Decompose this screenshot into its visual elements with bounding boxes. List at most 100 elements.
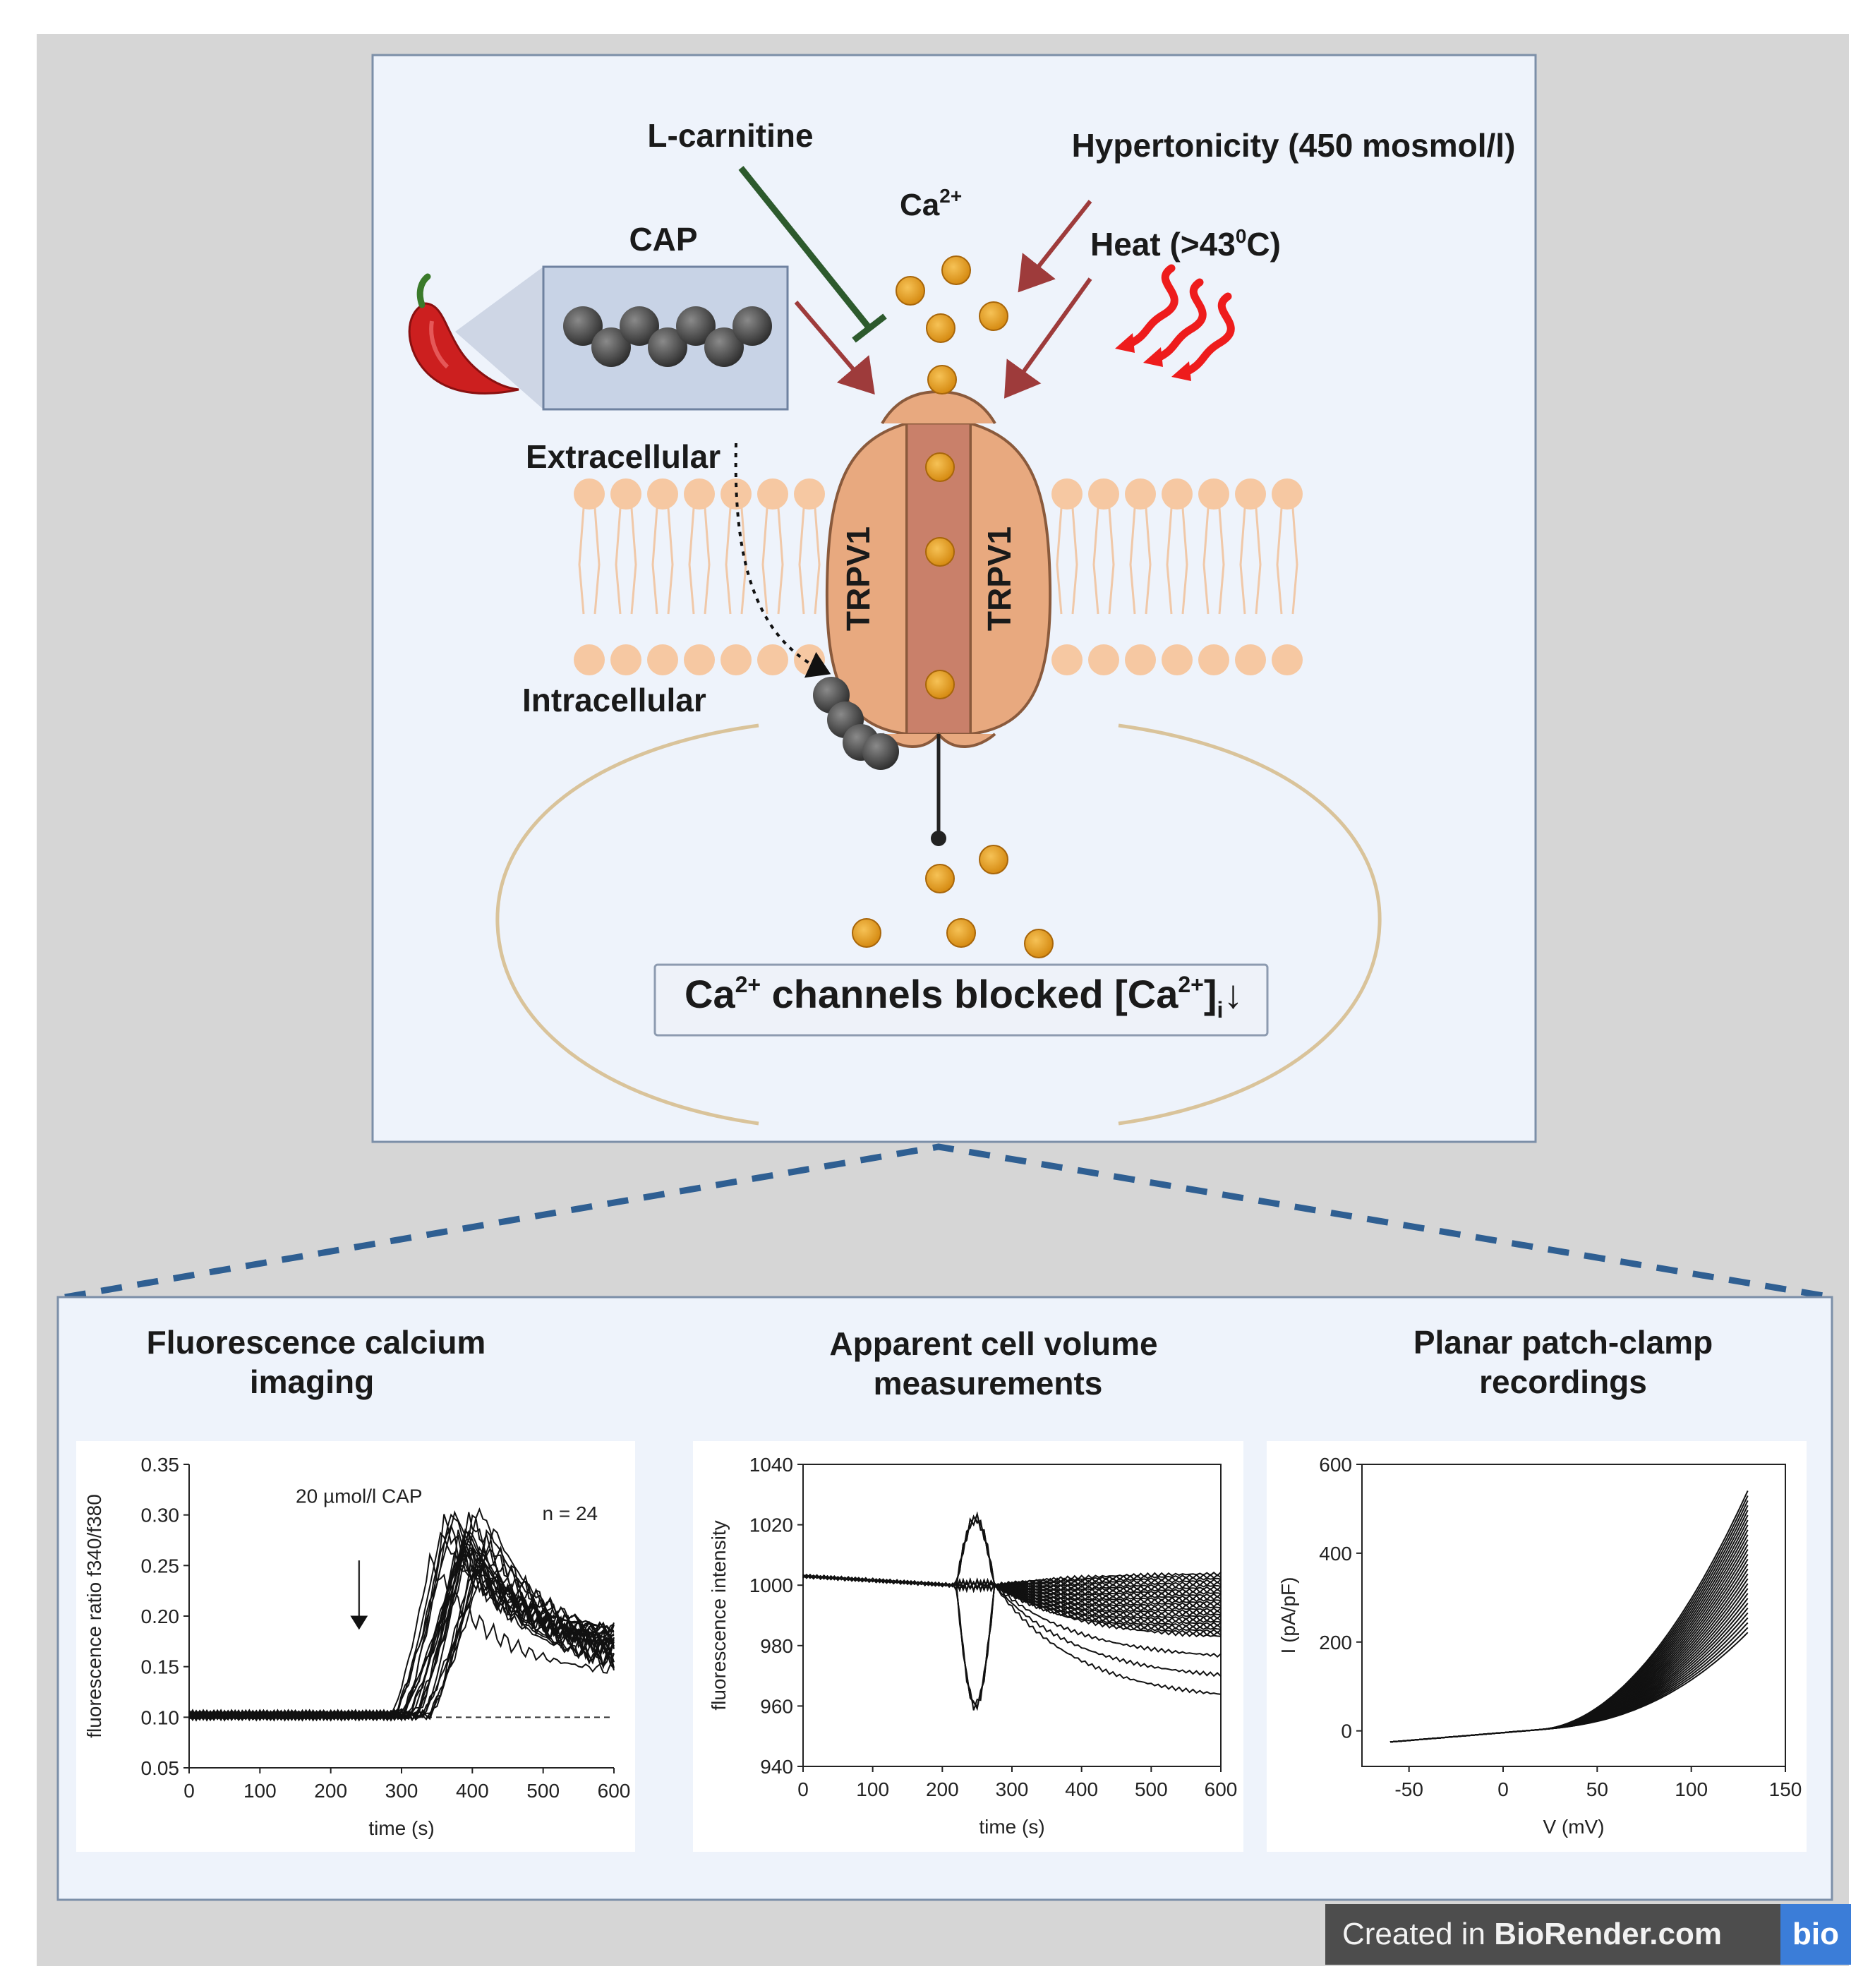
- x-tick-label: 0: [797, 1778, 809, 1800]
- y-axis-label: fluorescence intensity: [708, 1520, 730, 1710]
- y-tick-label: 0.15: [141, 1656, 180, 1678]
- calcium-ion: [925, 864, 955, 893]
- lipid-tail: [1166, 507, 1188, 615]
- y-axis-label: fluorescence ratio f340/f380: [83, 1494, 105, 1738]
- x-tick-label: 500: [526, 1780, 560, 1802]
- volume-trace: [802, 1574, 1222, 1695]
- lipid-head: [647, 644, 678, 675]
- x-tick-label: 300: [385, 1780, 418, 1802]
- x-tick-label: 0: [1497, 1778, 1509, 1800]
- x-tick-label: 50: [1586, 1778, 1608, 1800]
- calcium-ion: [896, 276, 925, 306]
- cap-atom: [620, 306, 659, 346]
- calcium-trace: [188, 1546, 615, 1722]
- blocked-label-box: [653, 963, 1269, 1037]
- lipid-head: [1051, 478, 1083, 510]
- lipid-head: [1198, 478, 1229, 510]
- plot-frame: [1361, 1464, 1786, 1767]
- hypertonicity-label: Hypertonicity (450 mosmol/l): [1072, 127, 1516, 164]
- intracellular-label: Intracellular: [522, 682, 706, 718]
- cap-annotation: 20 µmol/l CAP: [296, 1485, 423, 1507]
- lipid-head: [610, 644, 641, 675]
- heat-label: Heat (>430C): [1090, 225, 1281, 263]
- x-tick-label: 600: [1205, 1778, 1238, 1800]
- lipid-tail: [1056, 507, 1078, 615]
- chart2-background: [693, 1441, 1243, 1852]
- calcium-ion: [852, 918, 881, 948]
- cell-membrane-outline: [495, 723, 759, 1126]
- lipid-head: [1088, 478, 1119, 510]
- x-tick-label: 400: [456, 1780, 489, 1802]
- cap-atom: [563, 306, 603, 346]
- lipid-head: [1235, 478, 1266, 510]
- blocked-label: Ca2+ channels blocked [Ca2+]i↓: [685, 972, 1243, 1023]
- biorender-logo: bio: [1780, 1904, 1851, 1965]
- y-tick-label: 1020: [749, 1514, 793, 1536]
- lipid-tail: [761, 507, 784, 615]
- cap-activation-arrow: [794, 301, 875, 395]
- x-axis-label: time (s): [979, 1816, 1044, 1838]
- lipid-tail: [1129, 507, 1152, 615]
- lipid-head: [1272, 478, 1303, 510]
- lipid-head: [647, 478, 678, 510]
- y-tick-label: 0.35: [141, 1454, 180, 1476]
- y-tick-label: 400: [1319, 1543, 1352, 1565]
- calcium-ion: [979, 301, 1008, 331]
- lipid-head: [1125, 478, 1156, 510]
- x-tick-label: 300: [996, 1778, 1029, 1800]
- trpv1-label-left: TRPV1: [840, 526, 876, 631]
- heat-wave-arrowheads: [1115, 333, 1191, 381]
- lipid-head: [1051, 644, 1083, 675]
- calcium-ions: [852, 255, 1054, 958]
- trpv1-label-right: TRPV1: [981, 526, 1018, 631]
- y-tick-label: 960: [760, 1695, 793, 1717]
- calcium-ion: [925, 670, 955, 699]
- calcium-trace: [188, 1553, 615, 1722]
- chart1-background: [76, 1441, 635, 1852]
- credit-text: Created in BioRender.com: [1325, 1917, 1780, 1952]
- x-tick-label: 100: [243, 1780, 277, 1802]
- y-tick-label: 0.25: [141, 1555, 180, 1577]
- lipid-head: [574, 478, 605, 510]
- lipid-head: [1272, 644, 1303, 675]
- lipid-head: [794, 644, 825, 675]
- x-tick-label: 600: [598, 1780, 631, 1802]
- x-tick-label: 100: [856, 1778, 889, 1800]
- x-tick-label: 200: [314, 1780, 347, 1802]
- x-tick-label: 150: [1769, 1778, 1802, 1800]
- y-tick-label: 200: [1319, 1632, 1352, 1653]
- lipid-bilayer: [574, 478, 1303, 675]
- l-carnitine-label: L-carnitine: [647, 117, 813, 154]
- cap-zoom-wedge: [455, 267, 543, 409]
- calcium-ion: [941, 255, 971, 285]
- lipid-head: [1198, 644, 1229, 675]
- x-tick-label: 400: [1065, 1778, 1098, 1800]
- cap-bound-molecule: [813, 677, 899, 770]
- x-tick-label: 500: [1135, 1778, 1168, 1800]
- y-tick-label: 600: [1319, 1454, 1352, 1476]
- cap-atom: [648, 327, 687, 367]
- y-axis-label: I (pA/pF): [1277, 1577, 1299, 1654]
- lipid-head: [684, 478, 715, 510]
- lipid-head: [574, 644, 605, 675]
- lipid-head: [757, 644, 788, 675]
- calcium-ion: [1024, 929, 1054, 958]
- y-tick-label: 0.10: [141, 1706, 180, 1728]
- lipid-tail: [615, 507, 637, 615]
- cap-molecule: [563, 306, 772, 367]
- channel-stalk-end: [931, 831, 946, 846]
- lipid-head: [1235, 644, 1266, 675]
- biorender-credit: Created in BioRender.com bio: [1325, 1904, 1851, 1965]
- lipid-tail: [578, 507, 601, 615]
- x-axis-label: V (mV): [1543, 1816, 1604, 1838]
- heat-activation-arrow: [1003, 277, 1092, 399]
- y-tick-label: 1040: [749, 1454, 793, 1476]
- x-tick-label: 0: [183, 1780, 195, 1802]
- lipid-tail: [1276, 507, 1298, 615]
- lipid-tail: [1239, 507, 1262, 615]
- calcium-ion: [925, 452, 955, 482]
- lipid-tail: [651, 507, 674, 615]
